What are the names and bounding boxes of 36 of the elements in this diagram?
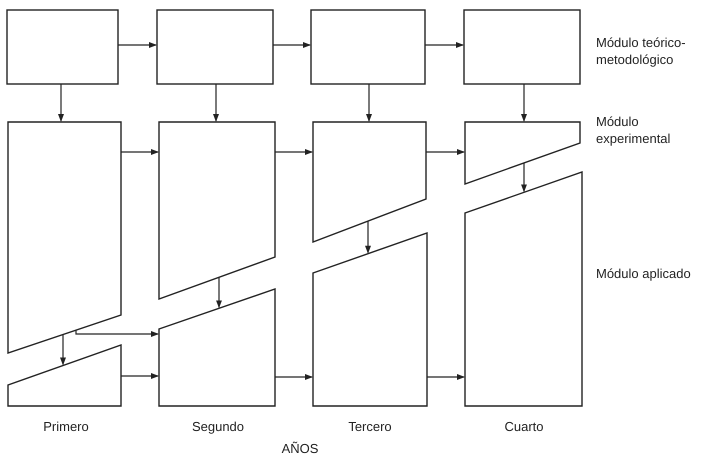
arrow <box>75 330 159 337</box>
arrow <box>118 42 157 48</box>
arrow <box>426 149 465 155</box>
arrow <box>425 42 464 48</box>
arrow <box>273 42 311 48</box>
axis-title: AÑOS <box>280 440 320 457</box>
arrow <box>427 374 465 380</box>
module-box <box>6 9 119 85</box>
arrow <box>521 84 527 122</box>
arrow <box>275 149 313 155</box>
row-label: Módulo experimental <box>596 113 672 147</box>
column-label: Tercero <box>347 418 393 435</box>
module-trapezoid <box>312 121 427 243</box>
arrow <box>213 84 219 122</box>
module-trapezoid <box>312 232 428 407</box>
module-trapezoid <box>158 121 276 300</box>
module-trapezoid <box>7 344 122 407</box>
column-label: Primero <box>42 418 90 435</box>
row-label: Módulo teórico-metodológico <box>596 34 687 68</box>
arrow <box>60 334 66 366</box>
row-label: Módulo aplicado <box>596 265 692 282</box>
arrow <box>366 84 372 122</box>
module-trapezoid <box>158 288 276 407</box>
arrow <box>58 84 64 122</box>
arrow <box>365 221 371 254</box>
arrow <box>521 162 527 192</box>
module-box <box>156 9 274 85</box>
arrow <box>121 373 159 379</box>
arrow <box>275 374 313 380</box>
module-trapezoid <box>464 121 581 185</box>
column-label: Segundo <box>190 418 246 435</box>
arrow <box>216 277 222 308</box>
arrow <box>121 149 159 155</box>
module-box <box>463 9 581 85</box>
column-label: Cuarto <box>503 418 545 435</box>
module-box <box>310 9 426 85</box>
